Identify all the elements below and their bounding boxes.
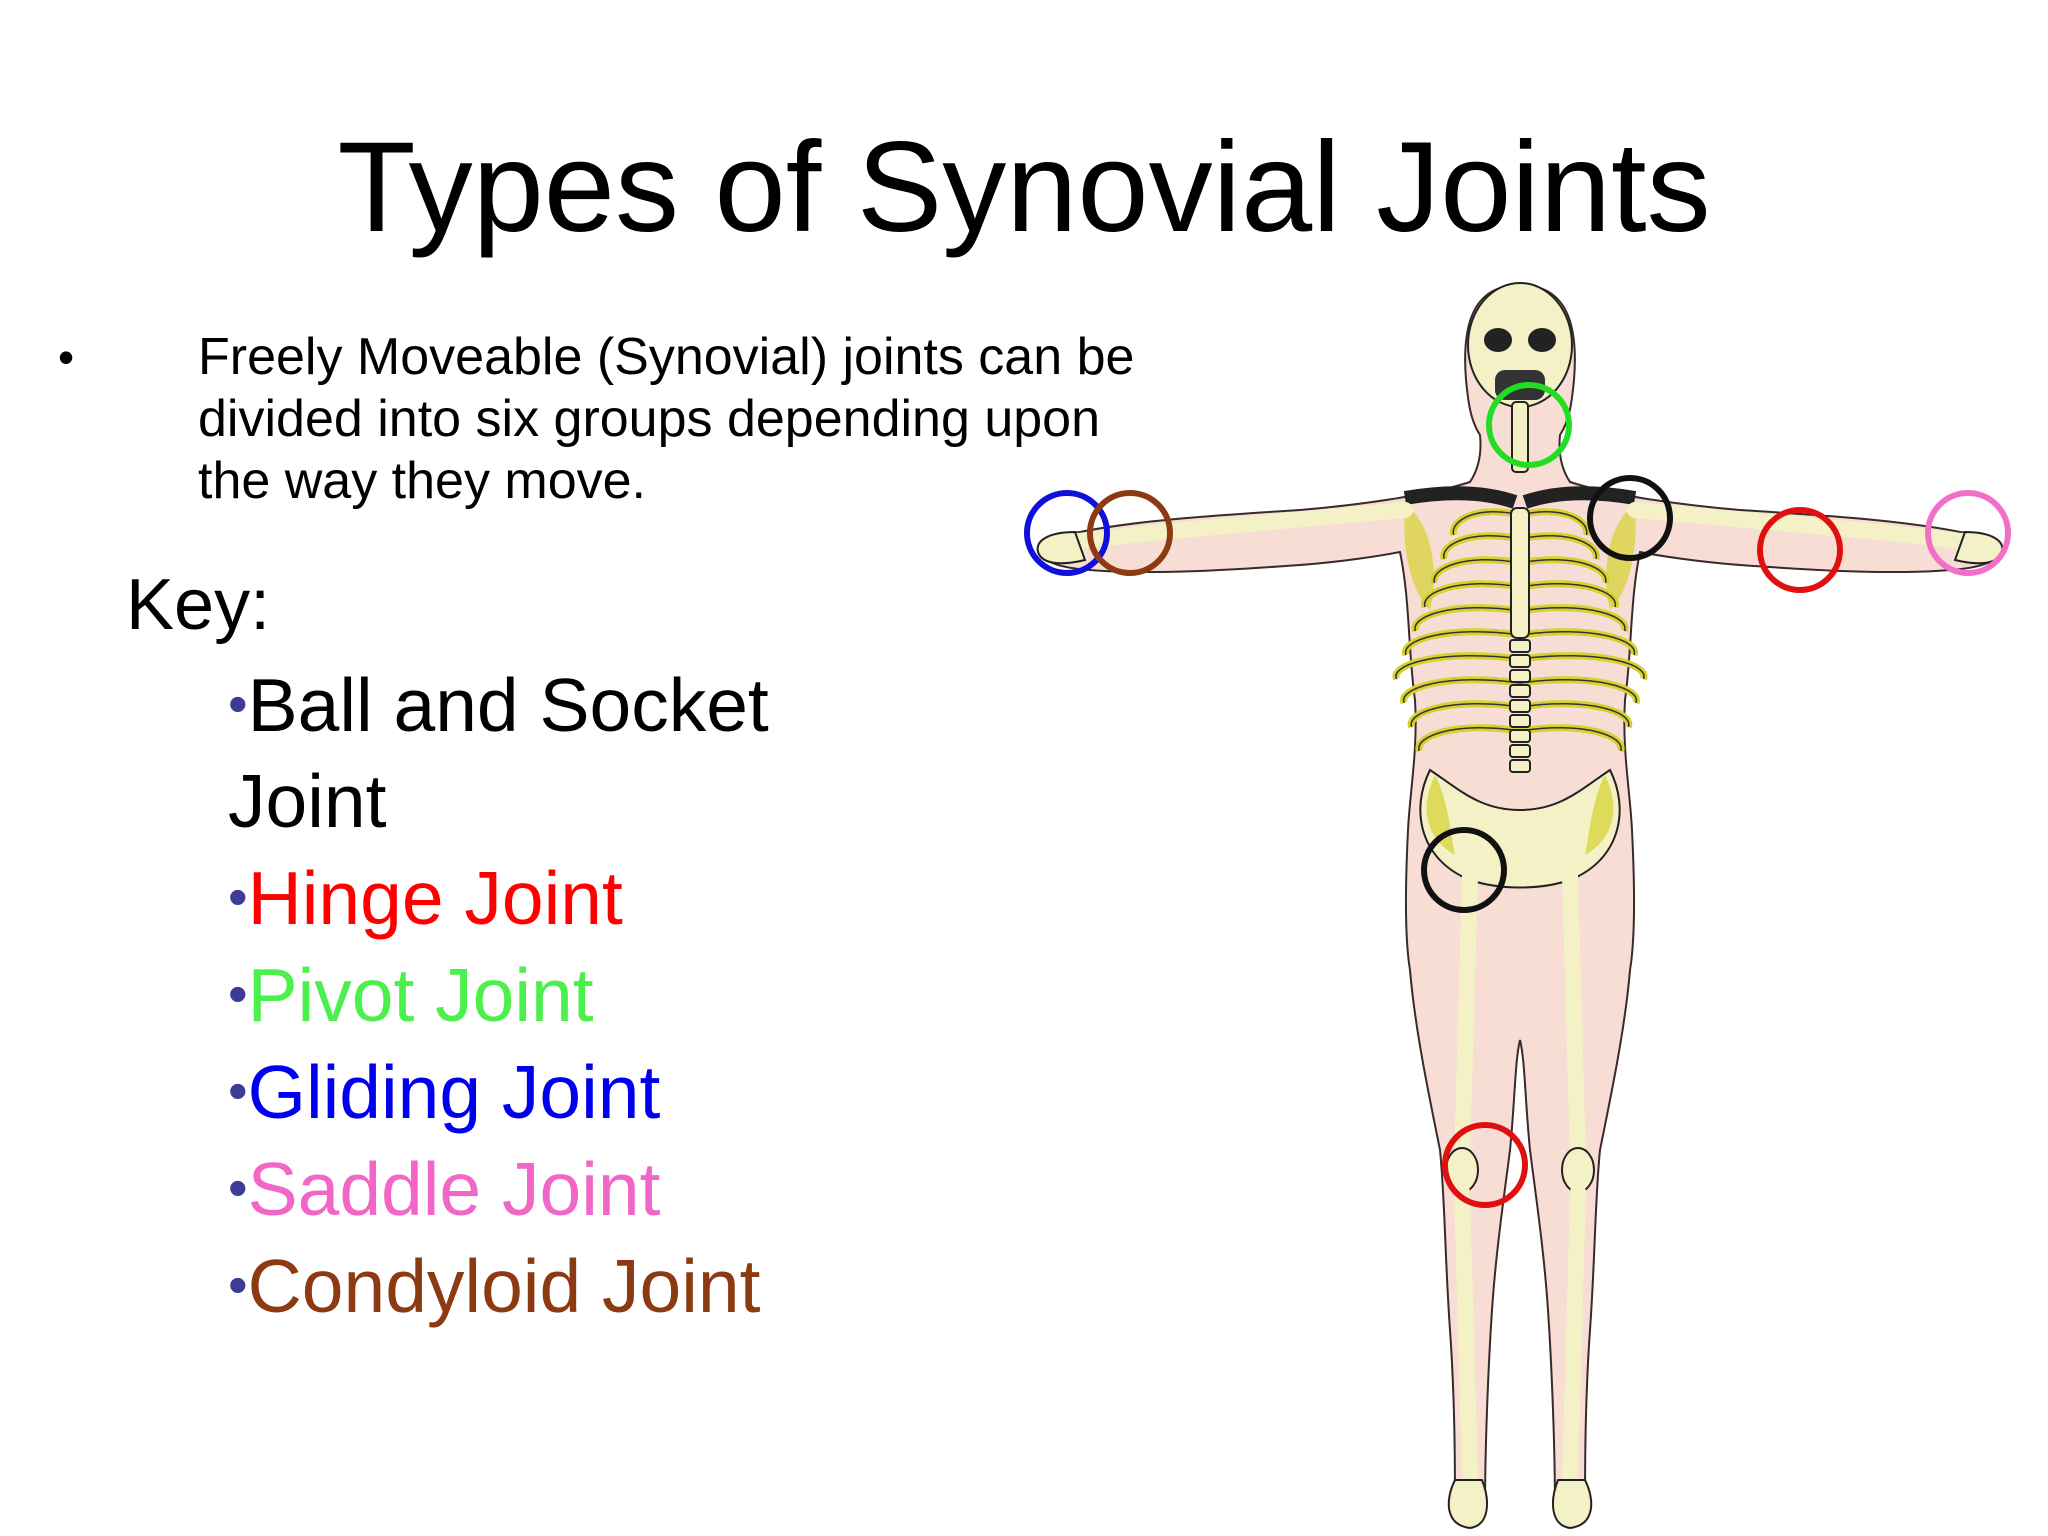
- key-label: Ball and Socket Joint: [228, 663, 769, 843]
- key-item-ball-and-socket: •Ball and Socket Joint: [228, 656, 868, 849]
- vertebra: [1510, 655, 1530, 667]
- vertebra: [1510, 700, 1530, 712]
- key-bullet-dot: •: [228, 962, 248, 1025]
- foot-left: [1449, 1480, 1487, 1528]
- eye-socket-left: [1484, 328, 1512, 352]
- key-label: Saddle Joint: [248, 1147, 661, 1231]
- vertebra: [1510, 685, 1530, 697]
- skeleton-figure: [1000, 270, 2040, 1536]
- vertebra: [1510, 670, 1530, 682]
- key-label: Condyloid Joint: [248, 1244, 761, 1328]
- eye-socket-right: [1528, 328, 1556, 352]
- sternum: [1511, 508, 1529, 638]
- vertebra: [1510, 730, 1530, 742]
- intro-bullet-mark: •: [58, 326, 74, 388]
- femur-right: [1570, 875, 1578, 1160]
- vertebra: [1510, 715, 1530, 727]
- lumbar-spine: [1510, 640, 1530, 772]
- key-bullet-dot: •: [228, 1156, 248, 1219]
- vertebra: [1510, 745, 1530, 757]
- femur-left: [1462, 875, 1470, 1160]
- key-label: Gliding Joint: [248, 1050, 661, 1134]
- key-item-hinge: •Hinge Joint: [228, 849, 868, 946]
- key-list: •Ball and Socket Joint •Hinge Joint •Piv…: [228, 656, 868, 1334]
- key-bullet-dot: •: [228, 1059, 248, 1122]
- vertebra: [1510, 760, 1530, 772]
- skeleton-illustration: [1000, 270, 2040, 1536]
- slide-title: Types of Synovial Joints: [0, 118, 2048, 258]
- key-item-pivot: •Pivot Joint: [228, 946, 868, 1043]
- vertebra: [1510, 640, 1530, 652]
- tibia-right: [1570, 1192, 1578, 1480]
- key-label: Hinge Joint: [248, 856, 623, 940]
- key-heading: Key:: [126, 565, 270, 645]
- key-item-gliding: •Gliding Joint: [228, 1043, 868, 1140]
- tibia-left: [1462, 1192, 1470, 1480]
- key-bullet-dot: •: [228, 865, 248, 928]
- key-item-saddle: •Saddle Joint: [228, 1140, 868, 1237]
- foot-right: [1553, 1480, 1591, 1528]
- key-label: Pivot Joint: [248, 953, 594, 1037]
- key-bullet-dot: •: [228, 672, 248, 735]
- key-item-condyloid: •Condyloid Joint: [228, 1237, 868, 1334]
- key-bullet-dot: •: [228, 1253, 248, 1316]
